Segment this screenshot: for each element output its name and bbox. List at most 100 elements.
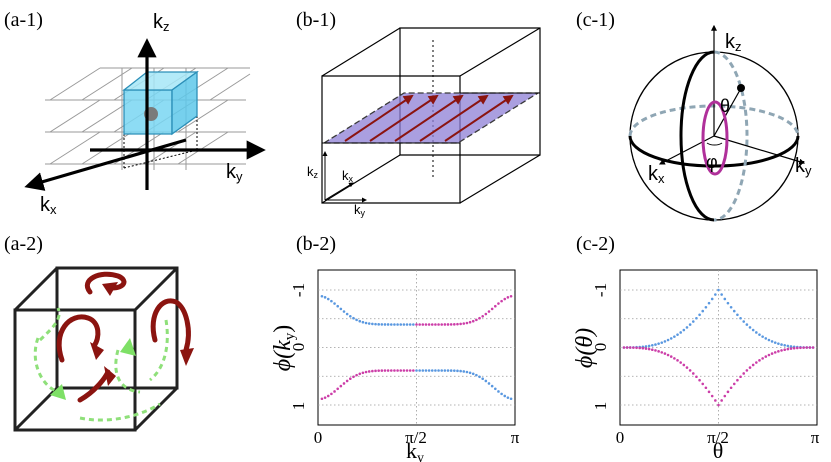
plot-c2-series0-point	[647, 344, 651, 348]
plot-c2-series0-point	[764, 337, 768, 340]
plot-b2-series0-point	[437, 369, 440, 372]
plot-c2-series1-point	[660, 351, 664, 354]
plot-c2-series0-point	[720, 293, 723, 296]
green-arrowheads	[50, 338, 136, 400]
plot-c2-series1-point	[811, 346, 815, 349]
plot-c2-series1-point	[666, 353, 670, 357]
plot-b2-series1-point	[323, 396, 327, 399]
panel-label-a1: (a-1)	[4, 9, 43, 31]
plot-c2-series1-point	[625, 346, 629, 349]
kx-axis-arrow	[24, 138, 187, 191]
plot-b2-series1-point	[386, 369, 390, 372]
plot-b2-series1-point	[405, 369, 409, 372]
plot-b2-series0-point	[453, 369, 456, 372]
plot-c2-series0-point	[777, 342, 780, 345]
plot-b2-series0-point	[342, 310, 346, 313]
plot-c2-series1-point	[628, 346, 632, 349]
plot-b2-series0-point	[484, 379, 488, 383]
plot-b2-series1-point	[440, 323, 444, 326]
plot-c2-series1-point	[685, 366, 689, 369]
sphere-point	[737, 84, 745, 92]
plot-b2-series0-point	[383, 323, 387, 326]
plot-b2-series1-point	[418, 323, 421, 326]
plot-b2-ytick-0: -1	[289, 283, 308, 297]
plot-b2-series0-point	[320, 294, 324, 298]
plot-c2-series1-point	[676, 359, 679, 362]
plot-b2-series0-point	[386, 323, 390, 326]
plot-b2-series1-point	[330, 392, 333, 396]
kz-label: kz	[153, 11, 170, 34]
plot-b2-series1-point	[364, 370, 368, 374]
plot-b2-series1-point	[361, 371, 365, 375]
green-dashed-loops	[33, 307, 169, 422]
plot-b2-series0-point	[339, 307, 343, 311]
plot-c2-series1-point	[635, 346, 638, 350]
sphere-kx-label: kx	[648, 163, 665, 186]
plot-b2-series0-point	[497, 390, 500, 393]
plot-b2-series0-point	[355, 318, 358, 322]
plot-b2-series1-point	[509, 294, 513, 298]
plot-c2-series0-point	[786, 344, 790, 348]
plot-b2-series1-point	[326, 394, 330, 398]
plot-c2-series0-point	[723, 297, 727, 301]
panel-label-b2: (b-2)	[296, 233, 336, 255]
plot-b2-series0-point	[330, 299, 333, 303]
plot-c2-xtick-2: π	[811, 428, 820, 447]
plot-c2-ytick-2: 1	[591, 402, 610, 411]
plot-b2-series1-point	[424, 323, 428, 326]
plot-b2-series0-point	[393, 323, 396, 326]
plot-c2-series1-point	[651, 348, 654, 351]
plot-c2-series0-point	[688, 323, 692, 326]
plot-b2-xlabel: ky	[406, 438, 424, 462]
plot-c2-series0-point	[654, 343, 657, 346]
plot-c2-series1-point	[796, 346, 799, 350]
plot-c2-series1-point	[707, 390, 711, 394]
plot-c2-series1-point	[691, 372, 695, 375]
plot-b2-series0-point	[336, 304, 340, 308]
plot-c2-series1-point	[682, 363, 686, 367]
panel-label-c1: (c-1)	[576, 9, 615, 31]
plot-b2-series0-point	[402, 323, 406, 326]
plot-c2-series1-point	[783, 348, 786, 351]
plot-c2-series1-point	[773, 351, 777, 354]
circulation-cube-diagram	[13, 266, 194, 432]
plot-b2-series0-point	[427, 369, 431, 372]
ky-label: ky	[226, 161, 243, 184]
plot-b2-series1-point	[494, 304, 497, 308]
plot-b2-series0-point	[421, 369, 425, 372]
plot-c2-series1-point	[745, 369, 749, 372]
plot-b2-series1-point	[367, 370, 371, 373]
plot-c2-series0-point	[682, 328, 686, 332]
panel-label-b1: (b-1)	[296, 9, 336, 31]
plot-b2-series0-point	[440, 369, 444, 372]
plot-c2-series0-point	[698, 313, 701, 317]
plot-c2-series1-point	[789, 347, 793, 350]
plot-c2-xtick-0: 0	[616, 428, 625, 447]
plot-b2-series1-point	[374, 369, 377, 373]
theta-label: θ	[720, 96, 730, 116]
plot-b2-series0-point	[358, 319, 362, 323]
plot-c2-grid	[620, 270, 817, 425]
plot-b2-xtick-0: 0	[314, 428, 323, 447]
plot-c2-series1-point	[622, 346, 626, 349]
plot-c2-ylabel: ϕ(θ)	[572, 328, 598, 368]
plot-c2-series0-point	[660, 341, 664, 344]
plot-b2-xtick-2: π	[511, 428, 520, 447]
plot-b2-series1-point	[465, 321, 469, 325]
plot-c2-series0-point	[691, 320, 695, 323]
plot-b2-series1-point	[459, 322, 462, 326]
plot-c2-series0-point	[644, 345, 648, 348]
sphere-kz-label: kz	[725, 31, 742, 54]
plot-b2-series1-point	[471, 319, 475, 323]
plot-c2-series1-point	[739, 375, 742, 379]
plot-c2-series1-point	[767, 353, 771, 357]
plot-c2-series1-point	[786, 347, 790, 351]
phi-arc	[706, 142, 723, 146]
plot-b2-series0-point	[405, 323, 409, 326]
plot-b2-series1-point	[412, 369, 415, 372]
plot-b2-series0-point	[462, 370, 466, 373]
plot-c2-series1-point	[770, 352, 774, 355]
plot-c2-series0-point	[676, 333, 679, 336]
small-kx-label: kx	[342, 168, 354, 184]
plot-b2-series1-point	[468, 320, 472, 324]
